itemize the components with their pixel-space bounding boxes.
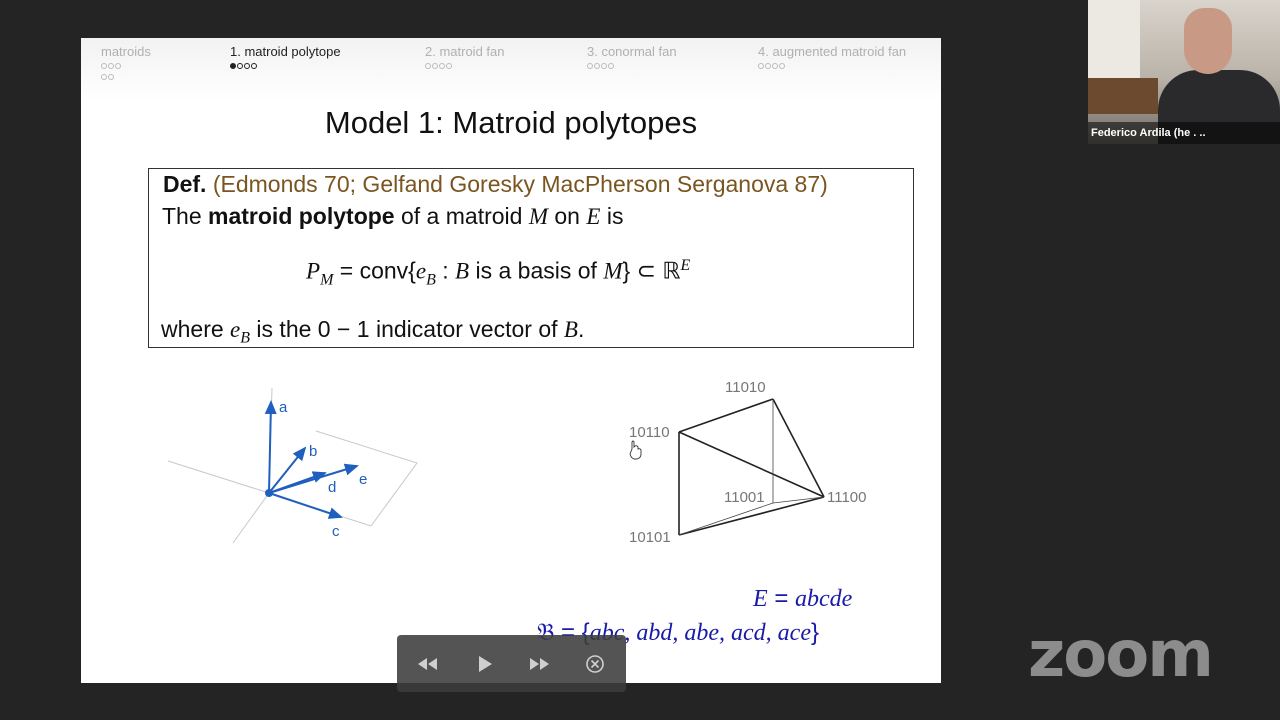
plane-outline xyxy=(167,387,418,544)
math-var: B xyxy=(563,317,578,342)
math-var: M xyxy=(603,258,623,284)
definition-box: Def. (Edmonds 70; Gelfand Goresky MacPhe… xyxy=(148,168,914,348)
matroid-polytope-figure: 11010 10110 11001 11100 10101 xyxy=(629,379,867,546)
nav-label: matroids xyxy=(101,44,151,59)
nav-label: 4. augmented matroid fan xyxy=(758,44,907,59)
math-text: } xyxy=(810,619,819,646)
nav-section-conormal-fan[interactable]: 3. conormal fan xyxy=(587,44,677,72)
math-var: E xyxy=(753,586,768,612)
math-text: = xyxy=(767,585,796,612)
ground-set-equation: E = abcde xyxy=(753,585,852,613)
nav-section-matroid-fan[interactable]: 2. matroid fan xyxy=(425,44,505,72)
close-icon[interactable] xyxy=(582,651,608,677)
text: The xyxy=(162,203,209,229)
hand-cursor-icon xyxy=(629,440,642,460)
playback-controls xyxy=(397,635,626,692)
math-var: E xyxy=(586,204,601,229)
text: of a matroid xyxy=(394,203,529,229)
vector-b xyxy=(268,446,307,494)
math-var: e xyxy=(415,258,427,284)
text: . xyxy=(577,316,585,342)
math-var: e xyxy=(230,317,241,342)
nav-label: 3. conormal fan xyxy=(587,44,677,59)
math-var: M xyxy=(528,204,548,229)
text: on xyxy=(548,203,587,229)
math-text: is a basis of xyxy=(469,257,604,284)
math-text: : xyxy=(435,257,456,284)
math-var: B xyxy=(455,258,470,284)
label-b: b xyxy=(309,443,317,460)
label-d: d xyxy=(328,479,336,496)
math-var: P xyxy=(306,258,321,284)
participant-name: Federico Ardila (he . .. xyxy=(1088,122,1280,144)
nav-section-matroid-polytope[interactable]: 1. matroid polytope xyxy=(230,44,341,72)
nav-dots xyxy=(758,61,906,72)
math-sub: B xyxy=(240,329,251,347)
definition-label: Def. xyxy=(163,171,207,197)
definition-where-clause: where eB is the 0 − 1 indicator vector o… xyxy=(161,316,584,348)
fast-forward-icon[interactable] xyxy=(527,651,553,677)
origin-point xyxy=(265,489,273,497)
text: where xyxy=(161,316,231,342)
text: is the 0 − 1 indicator vector of xyxy=(250,316,564,342)
nav-dots xyxy=(230,61,341,72)
play-icon[interactable] xyxy=(472,651,498,677)
label-c: c xyxy=(332,523,340,540)
zoom-logo: zoom xyxy=(1028,618,1214,692)
vertex-10101: 10101 xyxy=(629,529,671,546)
polytope-formula: PM = conv{eB : B is a basis of M} ⊂ ℝE xyxy=(306,257,690,289)
math-sup: E xyxy=(680,257,691,274)
vector-c xyxy=(268,492,343,519)
definition-reference: (Edmonds 70; Gelfand Goresky MacPherson … xyxy=(212,171,828,197)
nav-label: 1. matroid polytope xyxy=(230,44,341,59)
definition-header: Def. (Edmonds 70; Gelfand Goresky MacPhe… xyxy=(163,171,828,198)
math-var: abc, abd, abe, acd, ace xyxy=(589,620,811,646)
hidden-edges xyxy=(678,399,825,536)
vertex-11001: 11001 xyxy=(724,489,765,506)
slide-title: Model 1: Matroid polytopes xyxy=(324,105,698,140)
math-text: } ⊂ ℝ xyxy=(622,257,681,284)
vertex-10110: 10110 xyxy=(629,424,670,441)
nav-label: 2. matroid fan xyxy=(425,44,505,59)
nav-dots xyxy=(425,61,505,72)
nav-dots xyxy=(101,61,151,83)
definition-statement: The matroid polytope of a matroid M on E… xyxy=(162,203,623,230)
math-sub: M xyxy=(320,271,334,289)
nav-section-augmented-matroid-fan[interactable]: 4. augmented matroid fan xyxy=(758,44,906,72)
math-sub: B xyxy=(426,271,436,289)
presentation-slide: matroids 1. matroid polytope 2. matroid … xyxy=(81,38,941,683)
matroid-polytope-term: matroid polytope xyxy=(208,203,395,229)
speaker-figure xyxy=(1184,8,1232,74)
text: is xyxy=(600,203,624,229)
math-var: abcde xyxy=(795,586,853,612)
math-text: = conv{ xyxy=(333,257,416,284)
nav-section-matroids[interactable]: matroids xyxy=(101,44,151,83)
polytope-edges xyxy=(678,398,825,536)
vector-d xyxy=(268,471,327,494)
vertex-11010: 11010 xyxy=(725,379,766,396)
label-a: a xyxy=(279,399,288,416)
video-background xyxy=(1088,78,1158,114)
vector-configuration-figure: a b e d c xyxy=(167,387,418,544)
rewind-icon[interactable] xyxy=(414,651,440,677)
label-e: e xyxy=(359,471,367,488)
vertex-11100: 11100 xyxy=(827,489,867,506)
participant-video[interactable]: Federico Ardila (he . .. xyxy=(1088,0,1280,144)
section-navigation: matroids 1. matroid polytope 2. matroid … xyxy=(81,38,941,100)
vector-a xyxy=(264,400,277,494)
nav-dots xyxy=(587,61,677,72)
